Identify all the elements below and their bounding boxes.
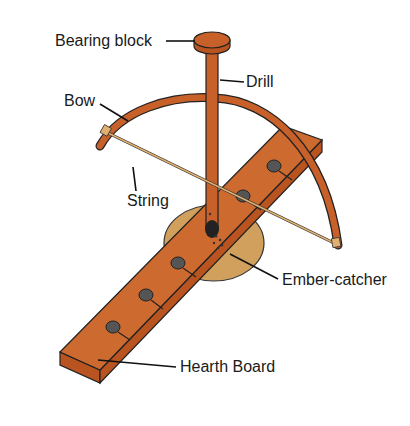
string (106, 132, 336, 244)
string-tie (100, 125, 111, 137)
bow-outline (100, 98, 338, 245)
string-outline (106, 132, 336, 244)
part-label: Ember-catcher (282, 271, 387, 289)
embers (209, 213, 224, 249)
part-label: Bow (64, 92, 95, 110)
part-label: String (127, 192, 169, 210)
part-label: Hearth Board (180, 358, 275, 376)
part-label: Drill (246, 73, 274, 91)
notch-cuts (118, 171, 292, 340)
notched-holes (106, 160, 281, 333)
part-label: Bearing block (55, 32, 152, 50)
bow (100, 98, 338, 245)
hearth-board-top (60, 126, 322, 370)
string-tie (331, 237, 340, 247)
leader-lines (98, 41, 278, 367)
drill-shaft (206, 44, 218, 230)
drill-hole (205, 220, 219, 238)
bearing-block (194, 32, 230, 48)
